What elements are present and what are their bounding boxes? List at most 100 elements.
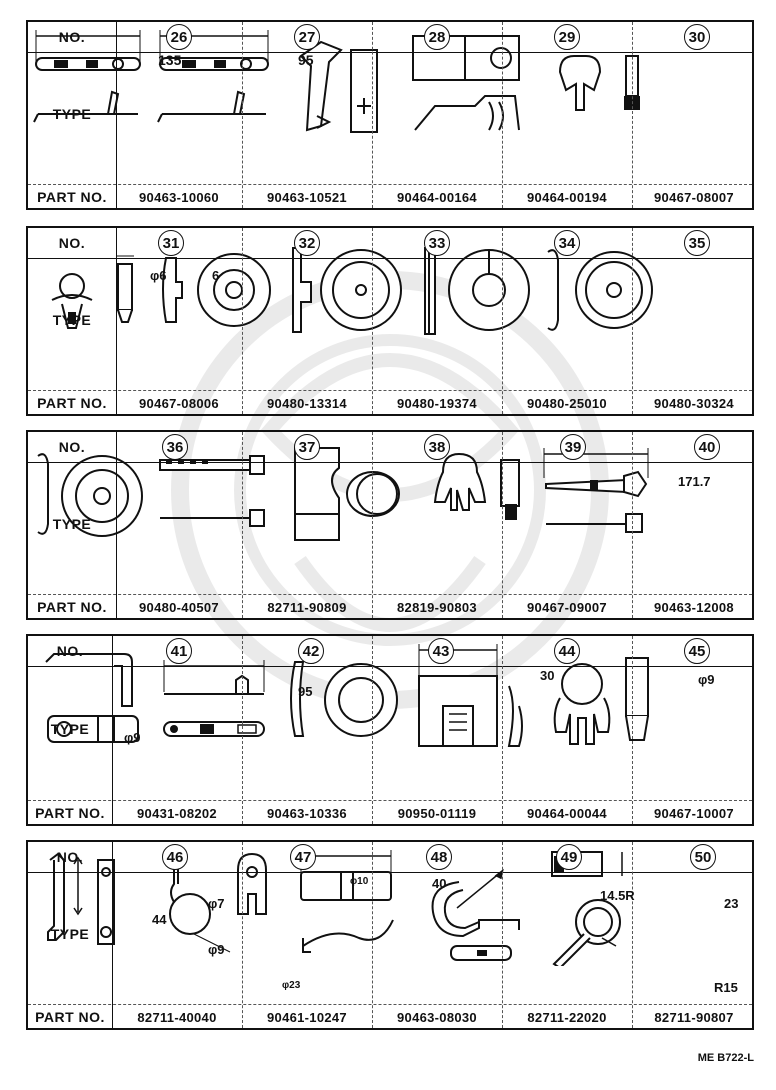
part-number: 82711-40040 — [137, 1010, 217, 1025]
dimension-label: 95 — [298, 684, 313, 699]
clip-drawing — [51, 255, 134, 329]
dimension-label: R15 — [714, 980, 738, 995]
part-number: 90467-08007 — [654, 190, 734, 205]
part-number: 90463-12008 — [654, 600, 734, 615]
dimension-label: 40 — [432, 876, 447, 891]
part-number: 90950-01119 — [397, 806, 477, 821]
type-header: TYPE — [50, 721, 90, 737]
dimension-label: φ9 — [698, 672, 715, 687]
item-number: 46 — [162, 844, 188, 870]
grommet-drawing — [37, 453, 143, 537]
dimension-label: 95 — [298, 52, 314, 68]
grommet-drawing — [289, 661, 398, 737]
clip-drawing — [434, 452, 521, 520]
bracket-drawing — [47, 852, 115, 945]
part-number: 90461-10247 — [267, 1010, 347, 1025]
part-no-header: PART NO. — [37, 189, 107, 205]
part-number: 90463-10060 — [139, 190, 219, 205]
part-number: 90464-00164 — [397, 190, 477, 205]
dimension-label: 171.7 — [678, 474, 711, 489]
part-number: 90464-00194 — [527, 190, 607, 205]
parts-table-5: NO. TYPE PART NO. 46 47 48 49 50 44 φ7 φ… — [26, 840, 754, 1030]
item-number: 47 — [290, 844, 316, 870]
clamp-drawing — [169, 852, 268, 953]
part-number: 82711-22020 — [527, 1010, 607, 1025]
item-number: 29 — [554, 24, 580, 50]
dimension-label: φ6 — [150, 268, 167, 283]
item-number: 34 — [554, 230, 580, 256]
clip-drawing — [553, 657, 649, 745]
item-number: 27 — [294, 24, 320, 50]
part-number: 90431-08202 — [137, 806, 217, 821]
item-number: 48 — [426, 844, 452, 870]
clip-drawing — [558, 55, 640, 111]
item-number: 28 — [424, 24, 450, 50]
dimension-label: φ9 — [124, 730, 141, 745]
item-number: 32 — [294, 230, 320, 256]
clamp-drawing — [45, 653, 139, 743]
item-number: 33 — [424, 230, 450, 256]
item-number: 43 — [428, 638, 454, 664]
item-number: 38 — [424, 434, 450, 460]
grommet-drawing — [162, 253, 272, 327]
item-number: 41 — [166, 638, 192, 664]
parts-table-3: NO. TYPE PART NO. 36 37 38 39 40 — [26, 430, 754, 620]
part-number: 90467-09007 — [527, 600, 607, 615]
item-number: 26 — [166, 24, 192, 50]
part-no-header: PART NO. — [37, 395, 107, 411]
clamp-drawing — [412, 35, 521, 131]
grommet-drawing — [291, 247, 402, 333]
parts-table-2: NO. TYPE PART NO. 31 32 33 34 35 φ6 6 — [26, 226, 754, 416]
item-number: 37 — [294, 434, 320, 460]
part-number: 90464-00044 — [527, 806, 607, 821]
dimension-label: 44 — [152, 912, 167, 927]
part-number: 82711-90809 — [267, 600, 347, 615]
dimension-label: 30 — [540, 668, 555, 683]
no-header: NO. — [58, 235, 86, 251]
dimension-label: 23 — [724, 896, 739, 911]
type-header: TYPE — [52, 516, 92, 532]
parts-table-4: NO. TYPE PART NO. 41 42 43 44 45 φ9 95 — [26, 634, 754, 826]
dimension-label: φ10 — [350, 876, 369, 887]
dimension-label: φ9 — [208, 942, 225, 957]
item-number: 44 — [554, 638, 580, 664]
item-number: 31 — [158, 230, 184, 256]
part-no-header: PART NO. — [37, 599, 107, 615]
no-header: NO. — [58, 439, 86, 455]
part-number: 90463-10521 — [267, 190, 347, 205]
wire-clamp-drawing — [159, 455, 266, 527]
parts-table-1: NO. TYPE PART NO. 26 27 28 29 30 135 95 — [26, 20, 754, 210]
item-number: 42 — [298, 638, 324, 664]
item-number: 45 — [684, 638, 710, 664]
part-number: 90467-10007 — [654, 806, 734, 821]
no-header: NO. — [58, 29, 86, 45]
part-number: 90480-40507 — [139, 600, 219, 615]
part-number: 90467-08006 — [139, 396, 219, 411]
part-number: 90480-30324 — [654, 396, 734, 411]
clamp-band-drawing — [33, 30, 141, 123]
part-number: 82711-90807 — [654, 1010, 734, 1025]
part-number: 82819-90803 — [397, 600, 477, 615]
dimension-label: φ23 — [282, 980, 301, 991]
document-code: ME B722-L — [697, 1052, 754, 1064]
item-number: 36 — [162, 434, 188, 460]
part-number: 90480-19374 — [397, 396, 477, 411]
part-no-header: PART NO. — [35, 1009, 105, 1025]
part-number: 90463-08030 — [397, 1010, 477, 1025]
part-number: 90480-25010 — [527, 396, 607, 411]
item-number: 40 — [694, 434, 720, 460]
item-number: 49 — [556, 844, 582, 870]
clamp-drawing — [431, 868, 521, 961]
item-number: 39 — [560, 434, 586, 460]
type-header: TYPE — [52, 106, 92, 122]
item-number: 30 — [684, 24, 710, 50]
item-number: 35 — [684, 230, 710, 256]
part-number: 90463-10336 — [267, 806, 347, 821]
dimension-label: 135 — [158, 52, 182, 68]
part-no-header: PART NO. — [35, 805, 105, 821]
dimension-label: φ7 — [208, 896, 225, 911]
item-number: 50 — [690, 844, 716, 870]
dimension-label: 14.5R — [600, 888, 635, 903]
part-number: 90480-13314 — [267, 396, 347, 411]
no-header: NO. — [56, 643, 84, 659]
